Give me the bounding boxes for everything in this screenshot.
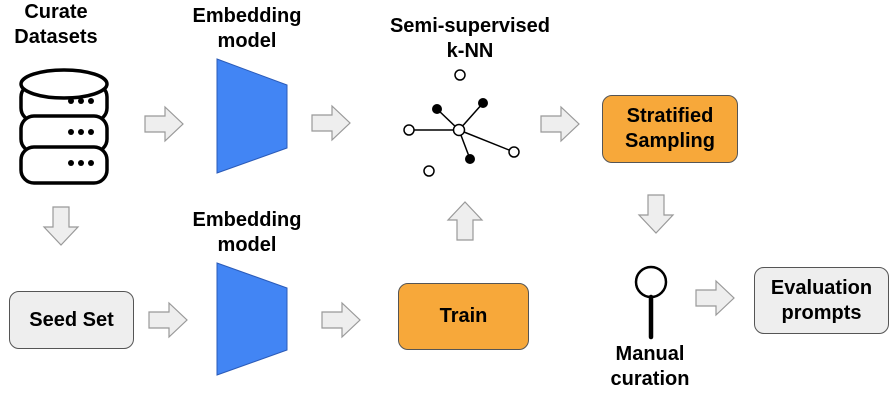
arrow-sampling-to-curation xyxy=(638,194,674,234)
seed-set-box: Seed Set xyxy=(9,291,134,349)
arrow-db-to-embedding xyxy=(144,106,184,142)
embedding-model-top-label: Embedding model xyxy=(192,5,302,52)
arrow-seed-to-embedding xyxy=(148,302,188,338)
stratified-sampling-box: Stratified Sampling xyxy=(602,95,738,163)
arrow-embedding-to-train xyxy=(321,302,361,338)
arrow-db-to-seed xyxy=(43,206,79,246)
manual-curation-label: Manual curation xyxy=(610,343,690,390)
embedding-model-top-shape xyxy=(216,58,288,174)
curate-datasets-label: Curate Datasets xyxy=(14,1,98,48)
knn-label: Semi-supervised k-NN xyxy=(389,15,551,62)
magnifier-icon xyxy=(634,265,668,340)
embedding-model-bottom-shape xyxy=(216,262,288,376)
arrow-embedding-to-knn xyxy=(311,105,351,141)
knn-graph-icon xyxy=(403,69,520,177)
train-box: Train xyxy=(398,283,529,350)
arrow-curation-to-evaluation xyxy=(695,280,735,316)
arrow-knn-to-sampling xyxy=(540,106,580,142)
embedding-model-bottom-label: Embedding model xyxy=(192,209,302,256)
arrow-train-to-knn xyxy=(447,201,483,241)
evaluation-prompts-box: Evaluation prompts xyxy=(754,267,889,334)
database-icon xyxy=(19,68,109,185)
